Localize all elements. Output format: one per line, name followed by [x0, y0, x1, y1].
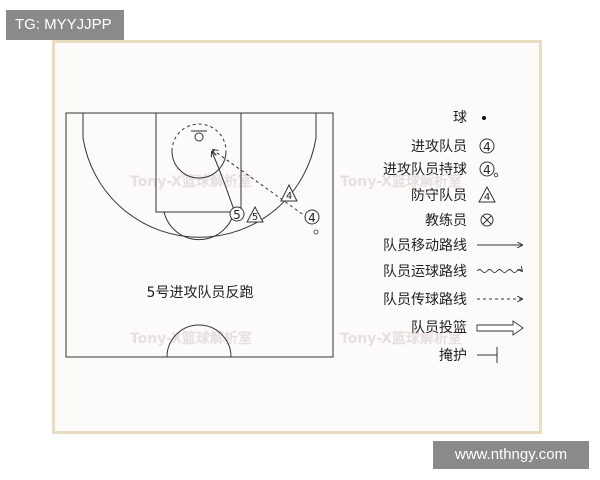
- watermark-text: Tony-X篮球解析室: [340, 173, 462, 190]
- ball-icon: [493, 172, 499, 178]
- free-throw-circle-bottom: [171, 150, 227, 179]
- legend: 球 进攻队员 4 进攻队员持球 4 防守队员 4 教练员 队员移动路线 队员运球…: [383, 110, 524, 364]
- legend-label-pass: 队员传球路线: [383, 292, 467, 308]
- three-point-line: [82, 113, 317, 238]
- legend-attacker-number: 4: [483, 140, 491, 154]
- legend-attacker-ball-number: 4: [483, 163, 491, 177]
- attacker-4-circle: [304, 209, 320, 225]
- free-throw-circle-top: [171, 123, 227, 152]
- legend-label-defender: 防守队员: [411, 188, 467, 204]
- free-throw-lane: [155, 112, 242, 213]
- legend-label-attacker-ball: 进攻队员持球: [383, 162, 467, 178]
- pass-path: [213, 150, 313, 222]
- legend-defender-number: 4: [484, 192, 490, 203]
- defender-4-triangle: [280, 183, 298, 202]
- defender-5-triangle: [246, 205, 264, 223]
- attacker-with-ball-icon: [479, 161, 495, 177]
- attacker-4-number: 4: [308, 211, 316, 225]
- key-arc: [163, 211, 235, 241]
- legend-label-dribble: 队员运球路线: [383, 264, 467, 280]
- telegram-tag-label: TG: MYYJJPP: [6, 10, 124, 40]
- attacker-icon: [479, 138, 495, 154]
- diagram-frame: [52, 40, 542, 434]
- legend-label-screen: 掩护: [439, 348, 467, 364]
- legend-label-shot: 队员投篮: [411, 320, 467, 336]
- defender-icon: [478, 185, 496, 203]
- legend-label-ball: 球: [453, 110, 467, 126]
- legend-label-coach: 教练员: [425, 213, 467, 229]
- ball-icon: [482, 116, 486, 120]
- watermark-text: Tony-X篮球解析室: [130, 330, 252, 347]
- ball-icon: [313, 229, 319, 235]
- watermark-text: Tony-X篮球解析室: [340, 330, 462, 347]
- cut-path: [212, 152, 235, 211]
- dribble-line-icon: [476, 270, 522, 273]
- basket-rim: [194, 132, 204, 142]
- legend-label-move: 队员移动路线: [383, 238, 467, 254]
- website-footer-label: www.nthngy.com: [433, 441, 589, 469]
- court-boundary: [65, 112, 334, 358]
- attacker-5-circle: [229, 206, 245, 222]
- center-circle: [166, 324, 232, 358]
- attacker-5-number: 5: [233, 208, 241, 222]
- play-elements: 5 5 4 4: [212, 150, 320, 235]
- coach-icon-cross-b: [482, 215, 492, 225]
- half-court: [65, 112, 334, 358]
- watermark-text: Tony-X篮球解析室: [130, 173, 252, 190]
- defender-4-number: 4: [286, 191, 292, 202]
- diagram-caption: 5号进攻队员反跑: [147, 285, 254, 301]
- defender-5-number: 5: [252, 212, 258, 223]
- legend-label-attacker: 进攻队员: [411, 139, 467, 155]
- shot-arrow-icon: [476, 320, 524, 336]
